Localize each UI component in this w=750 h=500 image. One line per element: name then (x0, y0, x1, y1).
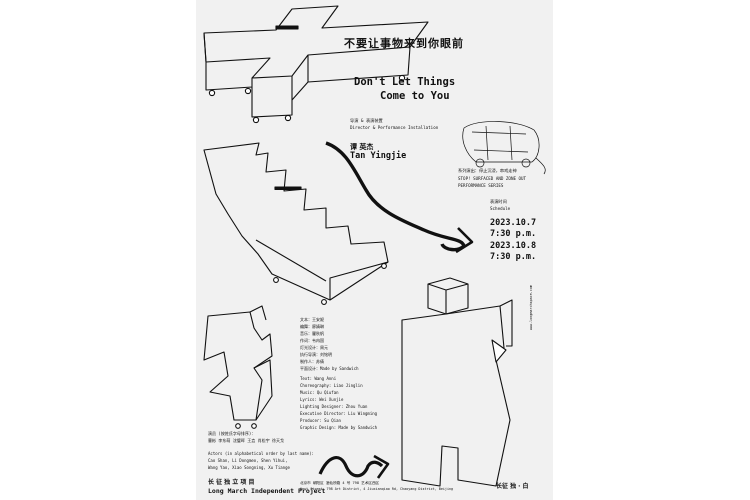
schedule-label-en: Schedule (490, 206, 511, 211)
director-name-en: Tan Yingjie (350, 151, 407, 161)
figure-box-drawing (401, 277, 513, 487)
director-label-en: Director & Performance Installation (350, 125, 439, 130)
footer-address-cn: 北京市 朝阳区 酒仙桥路 4 号 798 艺术区西区 (300, 481, 380, 485)
director-label-cn: 导演 & 表演装置 (350, 118, 383, 123)
schedule-label-cn: 表演时间 (490, 199, 507, 204)
footer-address-en: West Street, 798 Art District, 4 Jiuxian… (300, 487, 454, 491)
footer-logo: 长征 独 · 白 (496, 483, 529, 490)
bottom-squiggle-drawing (318, 456, 384, 478)
series-en-line2: PERFORMANCE SERIES (458, 183, 504, 188)
cross-box-drawing (203, 5, 429, 124)
credits-chinese: 文本：王安妮 编舞：廖婧琳 音乐：瞿秋帆 作词：韦冉国 灯光设计：周元 执行导演… (300, 317, 359, 371)
actors-label-en: Actors (in alphabetical order by last na… (208, 451, 314, 456)
actors-en-line2: Wang Yao, Xiao Songning, Xu Tiange (208, 465, 290, 470)
schedule-time-1: 7:30 p.m. (490, 229, 537, 239)
block-figure-drawing (203, 305, 273, 429)
credits-english: Text: Wang Anni Choreography: Liao Jingl… (300, 376, 378, 430)
series-en-line1: STOP! SURFACED AND ZONE OUT (458, 176, 527, 181)
schedule-date-2: 2023.10.8 (490, 241, 537, 251)
footer-org-en: Long March Independent Project (208, 487, 326, 495)
side-website-text: www.longmarchspace.com (529, 285, 533, 330)
schedule-time-2: 7:30 p.m. (490, 252, 537, 262)
car-sketch-drawing (462, 121, 546, 175)
actors-cn: 曹彬 李东萌 沈璧晖 王垚 肖松宇 徐天戈 (208, 438, 285, 443)
title-english-line2: Come to You (380, 90, 450, 102)
event-poster: 不要让事物来到你眼前 Don't Let Things Come to You … (196, 0, 553, 500)
staircase-drawing (203, 142, 389, 305)
actors-label-cn: 演员 (按姓氏字母排序)： (208, 431, 256, 436)
director-name-cn: 谭 英杰 (350, 143, 374, 151)
series-cn: 系列演出：停止沉浸，串戏走神 (458, 168, 517, 173)
actors-en-line1: Cao Shan, Li Dongmeo, Shen Yihui, (208, 458, 288, 463)
schedule-date-1: 2023.10.7 (490, 218, 537, 228)
footer-org-cn: 长 征 独 立 项 目 (208, 479, 255, 486)
title-english-line1: Don't Let Things (354, 76, 456, 88)
poster-artwork (203, 5, 546, 487)
title-chinese: 不要让事物来到你眼前 (344, 37, 464, 50)
